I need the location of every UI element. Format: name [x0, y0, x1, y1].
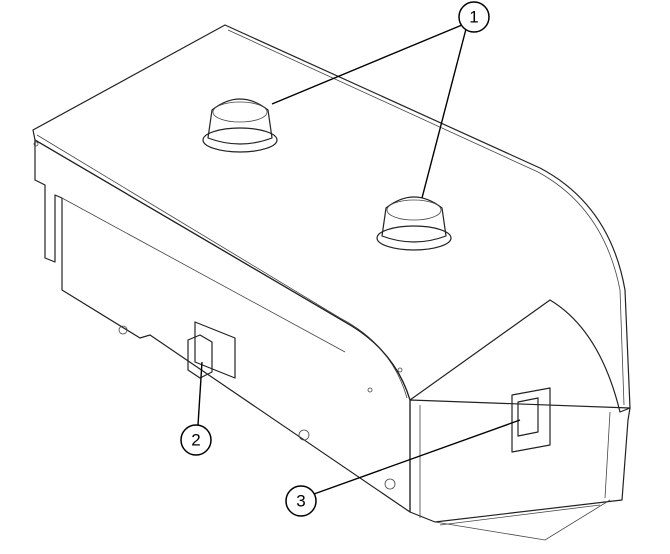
- knob-1: [202, 98, 278, 153]
- window: [511, 387, 551, 453]
- callout-label: 2: [191, 431, 200, 450]
- enclosure-body: [32, 24, 631, 541]
- callout-label: 1: [469, 8, 478, 27]
- rotary-switch: [187, 321, 236, 379]
- callout-1: 1: [271, 1, 490, 199]
- callout-2: 2: [180, 361, 212, 456]
- knob-2: [376, 196, 452, 251]
- callout-3: 3: [285, 419, 521, 517]
- callout-label: 3: [296, 492, 305, 511]
